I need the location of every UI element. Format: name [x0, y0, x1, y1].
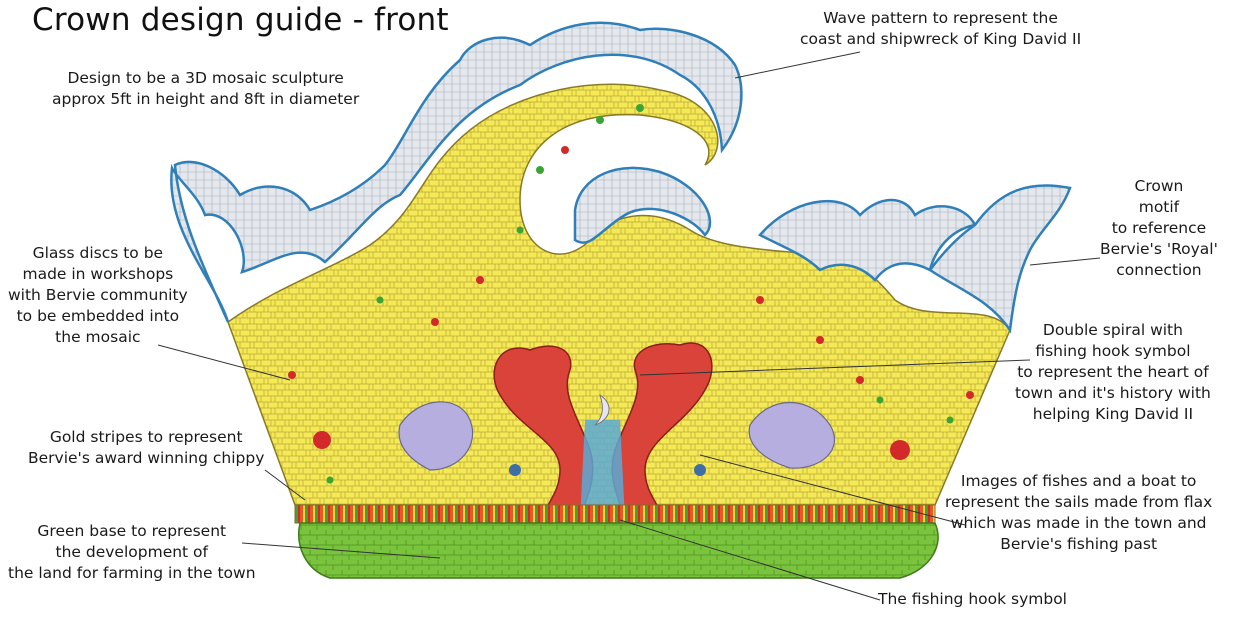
- annotation-double-spiral: Double spiral with fishing hook symbol t…: [1015, 320, 1211, 425]
- green-base: [299, 523, 938, 578]
- annotation-fishing-hook: The fishing hook symbol: [878, 589, 1067, 610]
- annotation-glass-discs: Glass discs to be made in workshops with…: [8, 243, 188, 348]
- annotation-crown-motif: Crown motif to reference Bervie's 'Royal…: [1100, 176, 1218, 281]
- annotation-fishes: Images of fishes and a boat to represent…: [945, 471, 1212, 555]
- annotation-gold-stripes: Gold stripes to represent Bervie's award…: [28, 427, 264, 469]
- gold-stripes-band: [295, 505, 935, 523]
- annotation-design: Design to be a 3D mosaic sculpture appro…: [52, 68, 359, 110]
- annotation-wave: Wave pattern to represent the coast and …: [800, 8, 1081, 50]
- annotation-green-base: Green base to represent the development …: [8, 521, 256, 584]
